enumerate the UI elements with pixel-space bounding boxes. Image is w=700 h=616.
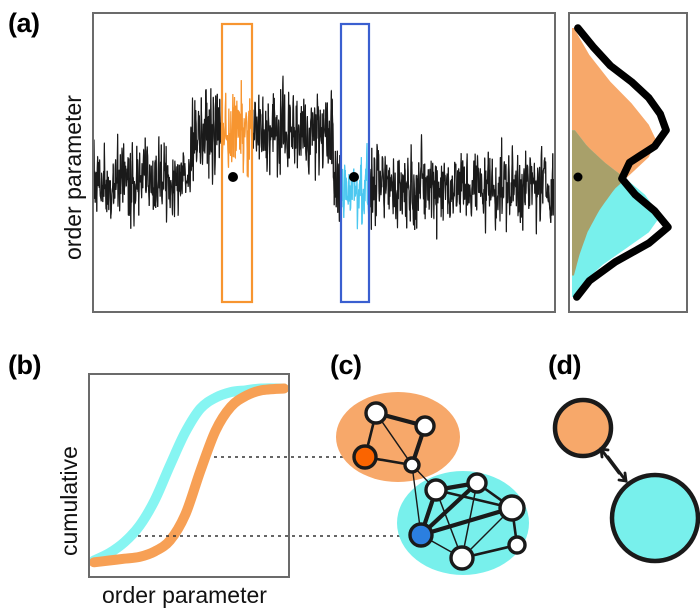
network-group [336,392,529,575]
panel-b-ylabel: cumulative [56,446,82,556]
panel-label-a: (a) [8,8,40,38]
network-edges [363,410,519,560]
panel-b-xlabel: order parameter [102,582,267,608]
network-node [403,456,421,474]
panel-label-c: (c) [330,350,362,380]
network-node [414,415,436,437]
panel-label-b: (b) [8,350,41,380]
panel-a-timeseries-frame [92,12,556,313]
highlighted-network-node [408,522,434,548]
network-node [449,545,475,571]
orange-state-circle [552,397,614,459]
orange-macrostate-blob [336,392,460,482]
network-node [364,401,388,425]
two-state-diagram [552,397,700,564]
panel-label-d: (d) [548,350,581,380]
panel-b-cumulative-frame [88,373,290,578]
network-nodes [352,401,527,571]
cyan-state-circle [609,472,700,564]
equilibrium-arrow [599,447,628,483]
network-node [466,472,488,494]
cyan-macrostate-blob [397,471,529,575]
network-node [424,478,448,502]
highlighted-network-node [352,444,378,470]
network-node [507,535,527,555]
panel-a-distribution-frame [568,12,688,313]
panel-a-ylabel: order parameter [60,95,86,260]
network-node [498,494,526,522]
